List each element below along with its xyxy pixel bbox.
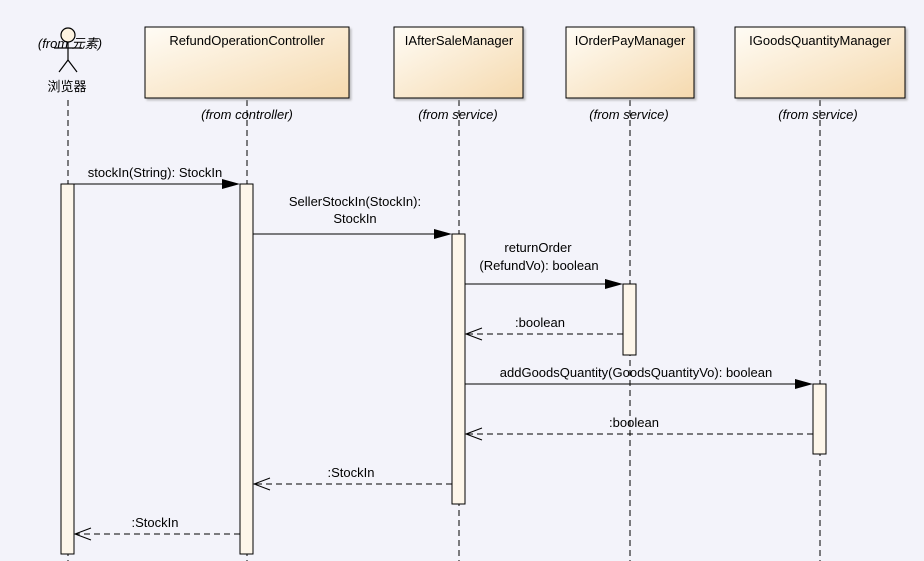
message-label: SellerStockIn(StockIn): (289, 194, 421, 209)
activation-igoodsquantity-manager (812, 383, 827, 455)
participant-from-label: (from service) (418, 107, 497, 122)
stick-figure-icon (54, 27, 82, 73)
participant-from-label: (from service) (778, 107, 857, 122)
arrowhead-open-icon (464, 427, 483, 441)
message-stockin-return[interactable]: :StockIn (252, 465, 452, 491)
activation-iorderpay-manager (622, 283, 637, 356)
message-label: addGoodsQuantity(GoodsQuantityVo): boole… (500, 365, 772, 380)
arrowhead-open-icon (252, 477, 271, 491)
participant-from-label: (from controller) (201, 107, 293, 122)
participant-iorderpay-manager[interactable]: IOrderPayManager (565, 26, 695, 99)
message-label: :StockIn (328, 465, 375, 480)
participant-iaftersale-manager[interactable]: IAfterSaleManager (393, 26, 524, 99)
arrowhead-filled-icon (434, 229, 452, 239)
message-label: (RefundVo): boolean (479, 258, 598, 273)
message-stockin-return[interactable]: :StockIn (73, 515, 240, 541)
participant-name: IOrderPayManager (575, 33, 686, 48)
message-returnorder-call[interactable]: returnOrder (RefundVo): boolean (465, 240, 623, 289)
message-addgoodsquantity-call[interactable]: addGoodsQuantity(GoodsQuantityVo): boole… (465, 365, 813, 389)
participant-name: IGoodsQuantityManager (749, 33, 891, 48)
participant-igoodsquantity-manager[interactable]: IGoodsQuantityManager (734, 26, 906, 99)
message-stockin-call[interactable]: stockIn(String): StockIn (74, 165, 240, 189)
actor-browser[interactable]: (from 元素) 浏览器 (38, 27, 102, 94)
activation-iaftersale-manager (451, 233, 466, 505)
activation-browser (60, 183, 75, 555)
message-label: :StockIn (132, 515, 179, 530)
participant-name: RefundOperationController (169, 33, 325, 48)
message-sellerstockin-call[interactable]: SellerStockIn(StockIn): StockIn (253, 194, 452, 239)
message-label: StockIn (333, 211, 376, 226)
arrowhead-open-icon (464, 327, 483, 341)
message-boolean-return[interactable]: :boolean (464, 315, 623, 341)
actor-name: 浏览器 (47, 79, 86, 94)
message-label: returnOrder (504, 240, 572, 255)
arrowhead-filled-icon (222, 179, 240, 189)
arrowhead-filled-icon (795, 379, 813, 389)
message-label: :boolean (515, 315, 565, 330)
participant-refund-operation-controller[interactable]: RefundOperationController (144, 26, 350, 99)
actor-from-label: (from 元素) (38, 36, 102, 51)
arrowhead-filled-icon (605, 279, 623, 289)
message-label: stockIn(String): StockIn (88, 165, 222, 180)
message-label: :boolean (609, 415, 659, 430)
arrowhead-open-icon (73, 527, 92, 541)
activation-refund-operation-controller (239, 183, 254, 555)
participant-from-label: (from service) (589, 107, 668, 122)
participant-name: IAfterSaleManager (405, 33, 514, 48)
message-boolean-return[interactable]: :boolean (464, 415, 813, 441)
